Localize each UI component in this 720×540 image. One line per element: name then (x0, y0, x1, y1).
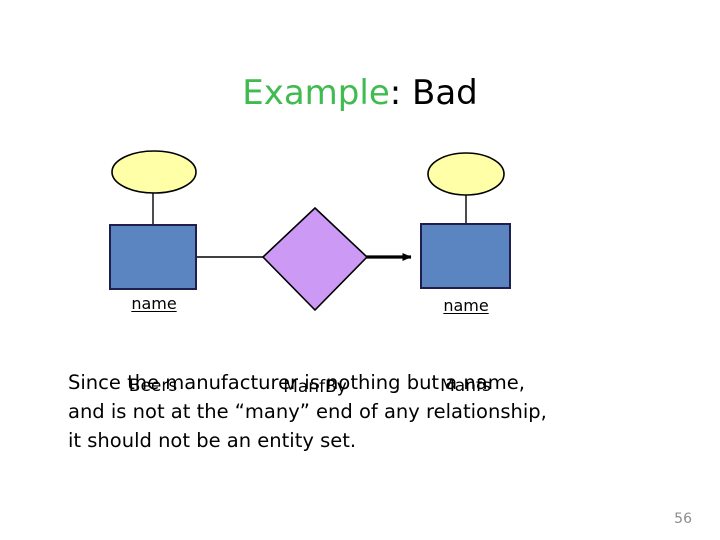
page-number: 56 (674, 511, 692, 527)
attribute-ellipse-beers-name[interactable] (111, 150, 197, 194)
page-title-rest: : Bad (389, 72, 478, 113)
body-paragraph: Since the manufacturer is nothing but a … (68, 368, 668, 455)
er-diagram: name name Beers Manfs ManfBy (0, 130, 720, 396)
entity-box-beers[interactable] (109, 224, 197, 290)
body-line-2: and is not at the “many” end of any rela… (68, 400, 547, 423)
page-title: Example: Bad (0, 73, 720, 113)
entity-box-manfs[interactable] (420, 223, 511, 289)
body-line-3: it should not be an entity set. (68, 429, 357, 452)
attribute-ellipse-manfs-name[interactable] (427, 152, 505, 196)
er-diagram-canvas (109, 150, 511, 312)
relationship-diamond-manfby[interactable] (261, 206, 369, 312)
page-title-highlight: Example (242, 72, 390, 113)
body-line-1: Since the manufacturer is nothing but a … (68, 371, 525, 394)
